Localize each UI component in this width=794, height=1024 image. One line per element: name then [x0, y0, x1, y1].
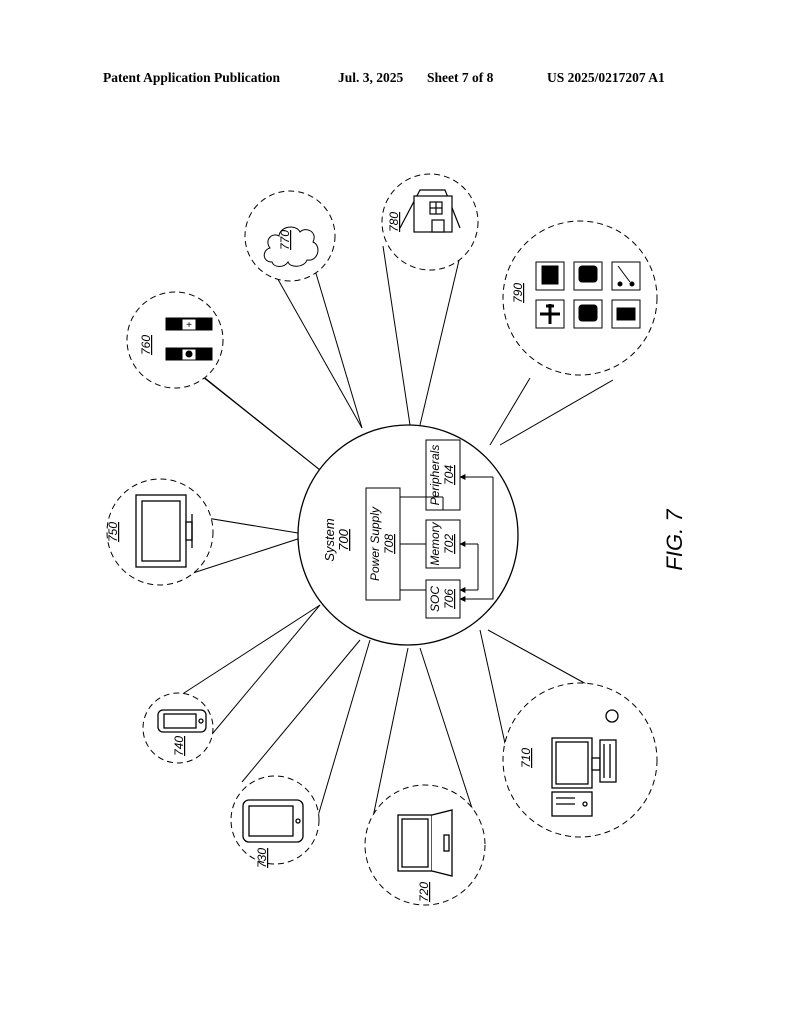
- svg-text:+: +: [186, 320, 192, 331]
- power-supply-box: [365, 487, 401, 601]
- memory-box: [425, 519, 461, 569]
- ref-750: 750: [106, 522, 120, 542]
- peripherals-label: Peripherals: [428, 445, 442, 506]
- device-tablet: 730: [230, 775, 320, 868]
- television-icon: [135, 494, 193, 568]
- ref-760: 760: [139, 335, 153, 355]
- bus-arrows: [459, 474, 494, 602]
- laptop-icon: [397, 809, 453, 877]
- page-header: Patent Application Publication Jul. 3, 2…: [0, 70, 794, 88]
- soc-label: SOC: [428, 586, 442, 612]
- soc-box: [425, 579, 461, 619]
- soc-ref: 706: [442, 589, 456, 609]
- smartphone-icon: [157, 709, 207, 733]
- system-label: System: [322, 518, 337, 562]
- vehicles-icon: [535, 261, 641, 329]
- device-tv: 750: [106, 478, 214, 586]
- house-icon: [399, 189, 461, 233]
- smartwatch-icon: +: [165, 317, 213, 361]
- device-desktop: 710: [502, 682, 658, 838]
- system-hub: System 700 Power Supply 708 SOC 706 Memo…: [297, 424, 519, 646]
- ref-720: 720: [417, 882, 431, 902]
- system-ref: 700: [336, 528, 351, 550]
- device-home: 780: [381, 173, 479, 271]
- memory-label: Memory: [428, 521, 442, 565]
- patent-number: US 2025/0217207 A1: [547, 70, 665, 85]
- power-supply-ref: 708: [382, 534, 396, 554]
- memory-ref: 702: [442, 534, 456, 554]
- device-watch: + 760: [126, 291, 224, 389]
- ref-740: 740: [172, 736, 186, 756]
- publication-date: Jul. 3, 2025: [338, 70, 404, 85]
- desktop-computer-icon: [551, 709, 619, 817]
- sheet-number: Sheet 7 of 8: [427, 70, 494, 85]
- ref-730: 730: [255, 848, 269, 868]
- ref-780: 780: [387, 212, 401, 232]
- power-lines: [400, 496, 444, 591]
- device-cloud: 770: [244, 190, 336, 282]
- ref-710: 710: [519, 748, 533, 768]
- device-vehicles: 790: [502, 220, 658, 376]
- device-laptop: 720: [364, 784, 486, 906]
- publication-title: Patent Application Publication: [103, 70, 281, 85]
- ref-770: 770: [278, 230, 292, 250]
- ref-790: 790: [511, 283, 525, 303]
- cloud-icon: [263, 226, 319, 267]
- power-supply-label: Power Supply: [368, 506, 382, 581]
- figure-label: FIG. 7: [662, 509, 687, 571]
- peripherals-ref: 704: [442, 465, 456, 485]
- tablet-icon: [242, 799, 304, 843]
- device-phone: 740: [142, 692, 214, 764]
